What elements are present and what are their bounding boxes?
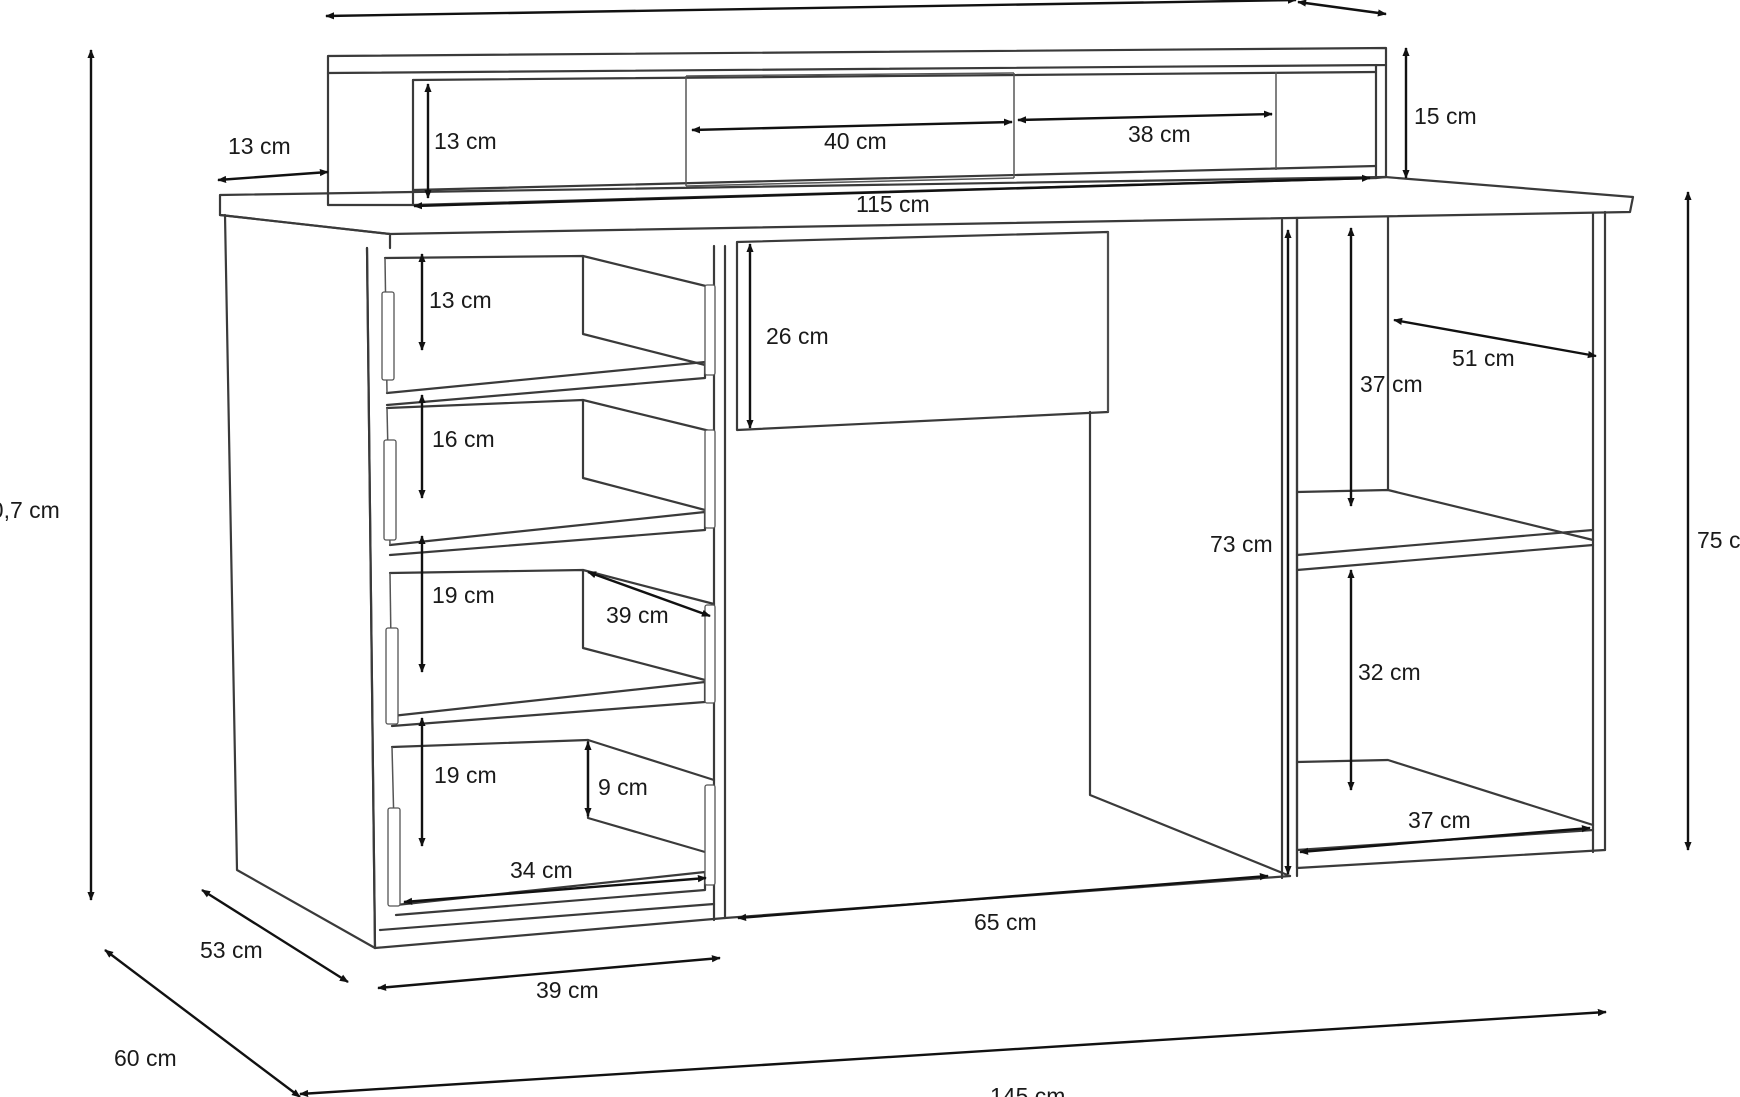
dimension-line-drawer-depth bbox=[587, 570, 711, 618]
dimension-line-shelf-depth bbox=[1393, 317, 1597, 359]
label-total-width: 145 cm bbox=[990, 1083, 1065, 1097]
label-top-compartment-1: 40 cm bbox=[824, 128, 887, 154]
label-total-depth: 60 cm bbox=[114, 1045, 177, 1071]
dimension-line-top-depth bbox=[217, 168, 329, 184]
label-drawer-2-height: 16 cm bbox=[432, 426, 495, 452]
label-carcass-depth: 53 cm bbox=[200, 937, 263, 963]
dimension-line-top-compartment-2 bbox=[1017, 110, 1273, 124]
dimension-line-drawer-width bbox=[403, 875, 707, 905]
dimension-line-shelf-width bbox=[1299, 825, 1591, 855]
left-side-panel bbox=[223, 213, 377, 950]
drawer-pedestal bbox=[365, 244, 727, 950]
label-drawer-inner-height: 9 cm bbox=[598, 774, 648, 800]
label-pedestal-width: 39 cm bbox=[536, 977, 599, 1003]
label-drawer-4-height: 19 cm bbox=[434, 762, 497, 788]
dimension-line-total-depth bbox=[104, 949, 301, 1097]
dimension-line-top-width bbox=[413, 174, 1371, 210]
label-drawer-1-height: 13 cm bbox=[429, 287, 492, 313]
label-shelf-lower-height: 32 cm bbox=[1358, 659, 1421, 685]
center-drawer bbox=[735, 230, 1110, 432]
dimension-line-top-depth-upper bbox=[1297, 0, 1387, 17]
dimension-lines bbox=[87, 0, 1692, 1097]
label-drawer-width: 34 cm bbox=[510, 857, 573, 883]
dimension-line-knee-width bbox=[737, 873, 1269, 921]
label-knee-width: 65 cm bbox=[974, 909, 1037, 935]
label-shelf-width: 37 cm bbox=[1408, 807, 1471, 833]
dimension-line-top-compartment-1 bbox=[691, 118, 1013, 134]
label-shelf-upper-height: 37 cm bbox=[1360, 371, 1423, 397]
label-shelf-depth: 51 cm bbox=[1452, 345, 1515, 371]
label-drawer-3-height: 19 cm bbox=[432, 582, 495, 608]
desktop bbox=[218, 175, 1635, 250]
dimension-line-pedestal-width bbox=[377, 955, 721, 991]
label-desk-height: 75 cm bbox=[1697, 527, 1740, 553]
open-shelf-unit bbox=[1295, 210, 1607, 870]
dimension-line-carcass-depth bbox=[201, 888, 349, 984]
label-total-height: 90,7 cm bbox=[0, 497, 60, 523]
label-top-width: 115 cm bbox=[856, 191, 930, 217]
label-top-height: 15 cm bbox=[1414, 103, 1477, 129]
label-knee-height: 73 cm bbox=[1210, 531, 1273, 557]
label-center-drawer-height: 26 cm bbox=[766, 323, 829, 349]
dimension-labels: 90,7 cm 75 cm 13 cm 15 cm 13 cm 40 cm 38… bbox=[0, 103, 1740, 1097]
label-top-depth: 13 cm bbox=[228, 133, 291, 159]
dimension-line-top-width-upper bbox=[325, 0, 1297, 20]
label-drawer-depth: 39 cm bbox=[606, 602, 669, 628]
label-top-inner-height: 13 cm bbox=[434, 128, 497, 154]
dimension-line-total-width bbox=[299, 1008, 1607, 1097]
label-top-compartment-2: 38 cm bbox=[1128, 121, 1191, 147]
